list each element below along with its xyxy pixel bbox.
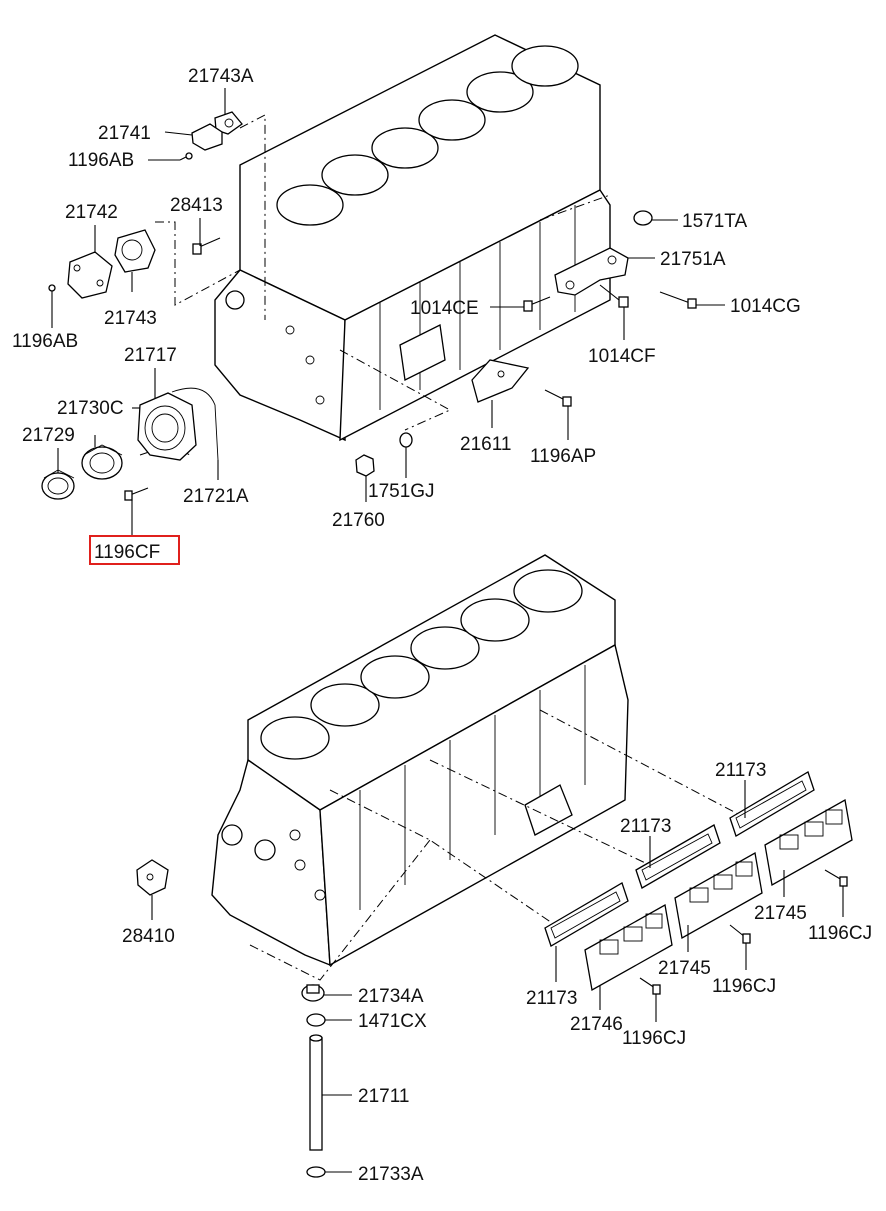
label-21729[interactable]: 21729 xyxy=(22,425,75,446)
part-21173-gasket-middle[interactable] xyxy=(635,824,721,889)
part-21733A-clip[interactable] xyxy=(306,1166,326,1178)
label-1196AB-top[interactable]: 1196AB xyxy=(68,150,134,171)
label-21611[interactable]: 21611 xyxy=(460,434,511,455)
label-1471CX[interactable]: 1471CX xyxy=(358,1011,427,1032)
label-21743A-top[interactable]: 21743A xyxy=(188,66,254,87)
part-1196CJ-bolt-left[interactable] xyxy=(639,977,661,995)
label-21746[interactable]: 21746 xyxy=(570,1014,623,1035)
part-1196AB-left-bolt[interactable] xyxy=(48,284,56,325)
part-21746-cover[interactable] xyxy=(584,903,673,992)
part-1196CJ-bolt-right[interactable] xyxy=(824,869,848,887)
part-21742-plate[interactable] xyxy=(67,251,113,299)
label-1196CJ-left[interactable]: 1196CJ xyxy=(622,1028,686,1049)
part-21760-nut[interactable] xyxy=(355,454,375,477)
part-21734A-fitting[interactable] xyxy=(301,984,325,1002)
label-1751GJ[interactable]: 1751GJ xyxy=(368,481,435,502)
label-1196AP[interactable]: 1196AP xyxy=(530,446,596,467)
label-21711[interactable]: 21711 xyxy=(358,1086,409,1107)
part-21173-gasket-right[interactable] xyxy=(729,771,815,837)
label-21721A[interactable]: 21721A xyxy=(183,486,249,507)
part-1571TA-plug[interactable] xyxy=(633,210,653,226)
label-21743[interactable]: 21743 xyxy=(104,308,157,329)
label-28410[interactable]: 28410 xyxy=(122,926,175,947)
label-21741[interactable]: 21741 xyxy=(98,123,151,144)
part-21173-gasket-left[interactable] xyxy=(544,882,629,947)
part-21611-bracket[interactable] xyxy=(471,359,530,403)
label-21730C[interactable]: 21730C xyxy=(57,398,124,419)
part-1196AP-bolt[interactable] xyxy=(544,389,572,407)
part-1014CG-bolt[interactable] xyxy=(659,291,697,309)
part-1471CX-oring[interactable] xyxy=(306,1013,326,1027)
label-21717[interactable]: 21717 xyxy=(124,345,177,366)
label-1571TA[interactable]: 1571TA xyxy=(682,211,747,232)
label-21173-right[interactable]: 21173 xyxy=(715,760,766,781)
part-1751GJ-washer[interactable] xyxy=(399,432,413,448)
label-1196CF[interactable]: 1196CF xyxy=(94,542,160,563)
label-21760[interactable]: 21760 xyxy=(332,510,385,531)
part-21730C-seal-retainer[interactable] xyxy=(137,392,197,461)
part-21711-tube[interactable] xyxy=(309,1034,323,1151)
label-21173-left[interactable]: 21173 xyxy=(526,988,577,1009)
label-21745-right[interactable]: 21745 xyxy=(754,903,807,924)
highlight-box-1196CF xyxy=(89,535,180,565)
part-1196AB-top-bolt[interactable] xyxy=(179,152,193,161)
part-1196CJ-bolt-middle[interactable] xyxy=(729,924,751,944)
part-28413-bolt[interactable] xyxy=(192,237,221,255)
lower-cylinder-block xyxy=(211,554,629,967)
label-21734A[interactable]: 21734A xyxy=(358,986,424,1007)
label-1014CF[interactable]: 1014CF xyxy=(588,346,656,367)
label-1014CE[interactable]: 1014CE xyxy=(410,298,479,319)
part-28410-bracket[interactable] xyxy=(136,859,169,896)
part-21741-cover[interactable] xyxy=(191,123,223,151)
label-21751A[interactable]: 21751A xyxy=(660,249,726,270)
part-1014CE-bolt[interactable] xyxy=(523,296,551,312)
part-21743-gasket[interactable] xyxy=(114,229,156,273)
part-21743A-gasket[interactable] xyxy=(214,111,243,135)
part-21745-cover-right[interactable] xyxy=(764,798,853,887)
part-1196CF-bolt[interactable] xyxy=(124,487,149,501)
label-28413[interactable]: 28413 xyxy=(170,195,223,216)
label-1196CJ-middle[interactable]: 1196CJ xyxy=(712,976,776,997)
label-21733A[interactable]: 21733A xyxy=(358,1164,424,1185)
part-21751A-bracket[interactable] xyxy=(554,247,629,296)
upper-cylinder-block xyxy=(214,34,611,442)
label-21742[interactable]: 21742 xyxy=(65,202,118,223)
part-21745-cover-middle[interactable] xyxy=(674,851,763,940)
label-21173-middle[interactable]: 21173 xyxy=(620,816,671,837)
leader-lines xyxy=(51,88,844,1173)
part-21717-seal[interactable] xyxy=(81,444,123,480)
label-1196CJ-right[interactable]: 1196CJ xyxy=(808,923,872,944)
label-1196AB-left[interactable]: 1196AB xyxy=(12,331,78,352)
part-labels: 21743A 21741 1196AB 21742 28413 21743 11… xyxy=(12,66,872,1185)
label-21745-middle[interactable]: 21745 xyxy=(658,958,711,979)
part-21721A-gasket[interactable] xyxy=(171,387,219,461)
part-21729-seal[interactable] xyxy=(41,469,75,500)
label-1014CG[interactable]: 1014CG xyxy=(730,296,801,317)
